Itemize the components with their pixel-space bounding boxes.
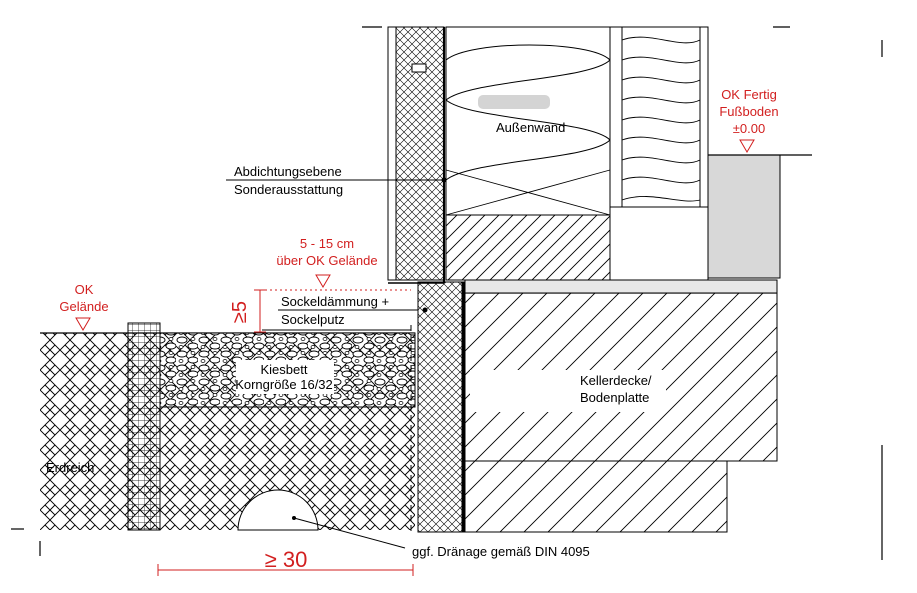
- label-ground-1: OK: [75, 282, 94, 297]
- plinth-insulation: [410, 281, 465, 533]
- dimension-marks: [75, 139, 755, 576]
- label-min-width: ≥ 30: [265, 547, 308, 572]
- label-gravel-1: Kiesbett: [261, 362, 308, 377]
- label-min-height: ≥5: [229, 301, 251, 323]
- label-wall: Außenwand: [496, 120, 565, 135]
- label-height-1: 5 - 15 cm: [300, 236, 354, 251]
- label-seal-1: Abdichtungsebene: [234, 164, 342, 179]
- label-soil: Erdreich: [46, 460, 94, 475]
- screed-area: [707, 154, 781, 279]
- floor-slab: [464, 292, 778, 533]
- labels: Außenwand OK Fertig Fußboden ±0.00 Abdic…: [46, 87, 779, 572]
- exterior-wall: [387, 26, 778, 294]
- edge-strip: [127, 322, 161, 531]
- label-floor-3: ±0.00: [733, 121, 765, 136]
- label-plinth-2: Sockelputz: [281, 312, 345, 327]
- label-floor-2: Fußboden: [719, 104, 778, 119]
- label-drain: ggf. Dränage gemäß DIN 4095: [412, 544, 590, 559]
- frame-lines: [11, 26, 883, 560]
- label-slab-2: Bodenplatte: [580, 390, 649, 405]
- label-ground-2: Gelände: [59, 299, 108, 314]
- soil-area: [40, 332, 415, 531]
- leader-lines: [226, 177, 447, 549]
- label-floor-1: OK Fertig: [721, 87, 777, 102]
- label-slab-1: Kellerdecke/: [580, 373, 652, 388]
- label-plinth-1: Sockeldämmung +: [281, 294, 389, 309]
- label-gravel-2: Korngröße 16/32: [235, 377, 333, 392]
- label-seal-2: Sonderausstattung: [234, 182, 343, 197]
- label-height-2: über OK Gelände: [276, 253, 377, 268]
